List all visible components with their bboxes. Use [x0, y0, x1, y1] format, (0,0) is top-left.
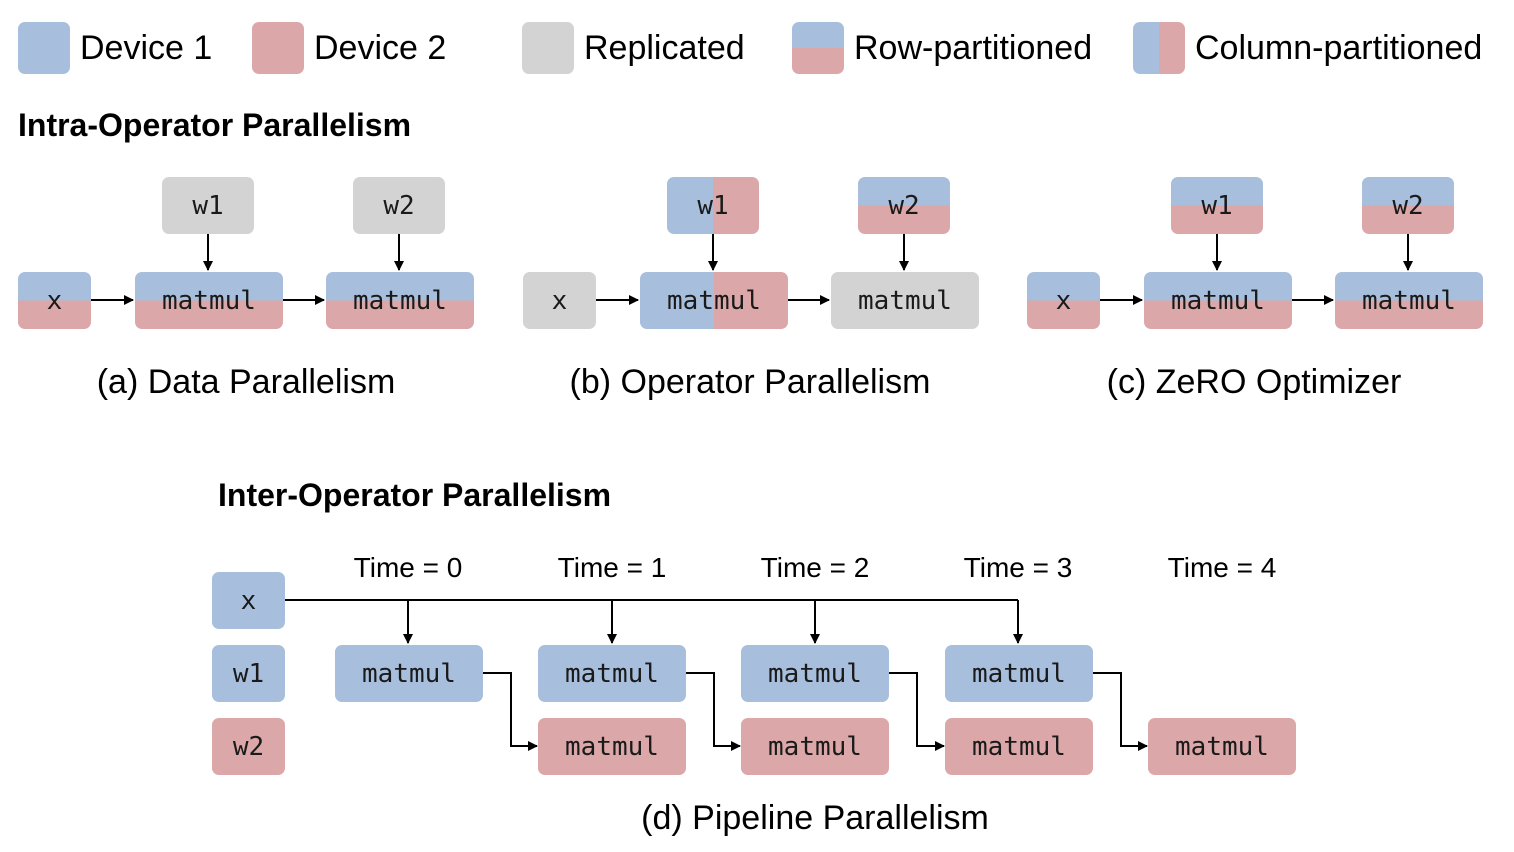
legend-swatch-device1	[18, 22, 70, 74]
legend-swatch-replicated	[522, 22, 574, 74]
b-matmul-2-node: matmul	[831, 272, 979, 329]
d-stage2-matmul-t2: matmul	[741, 718, 889, 775]
d-stage1-matmul-t1: matmul	[538, 645, 686, 702]
d-stage2-matmul-t4: matmul	[1148, 718, 1296, 775]
legend-label-replicated: Replicated	[584, 29, 745, 67]
a-x-node: x	[18, 272, 91, 329]
caption-c: (c) ZeRO Optimizer	[1106, 363, 1402, 401]
c-matmul-2-node: matmul	[1335, 272, 1483, 329]
time-label-0: Time = 0	[353, 552, 463, 583]
a-w2-node: w2	[353, 177, 445, 234]
caption-b: (b) Operator Parallelism	[569, 363, 931, 401]
b-w1-node: w1	[667, 177, 759, 234]
time-label-4: Time = 4	[1167, 552, 1277, 583]
inter-operator-heading: Inter-Operator Parallelism	[218, 477, 612, 513]
arrow-d-stage-t2	[889, 672, 945, 751]
a-matmul-1-node: matmul	[135, 272, 283, 329]
arrow-d-stage-t0	[483, 672, 538, 751]
d-stage2-matmul-t3: matmul	[945, 718, 1093, 775]
d-w2-node: w2	[212, 718, 285, 775]
time-label-3: Time = 3	[963, 552, 1073, 583]
legend-swatch-device2	[252, 22, 304, 74]
c-w2-node: w2	[1362, 177, 1454, 234]
d-stage1-matmul-t0: matmul	[335, 645, 483, 702]
d-stage2-matmul-t1: matmul	[538, 718, 686, 775]
b-matmul-1-node: matmul	[640, 272, 788, 329]
time-label-2: Time = 2	[760, 552, 870, 583]
c-matmul-1-node: matmul	[1144, 272, 1292, 329]
d-x-node: x	[212, 572, 285, 629]
caption-a: (a) Data Parallelism	[96, 363, 396, 401]
legend-swatch-row-partitioned	[792, 22, 844, 74]
d-stage1-matmul-t2: matmul	[741, 645, 889, 702]
b-x-node: x	[523, 272, 596, 329]
legend-swatch-column-partitioned	[1133, 22, 1185, 74]
a-w1-node: w1	[162, 177, 254, 234]
legend-label-column-partitioned: Column-partitioned	[1195, 29, 1483, 67]
legend-label-device1: Device 1	[80, 29, 213, 67]
b-w2-node: w2	[858, 177, 950, 234]
legend-label-row-partitioned: Row-partitioned	[854, 29, 1093, 67]
caption-d: (d) Pipeline Parallelism	[641, 799, 989, 837]
arrow-d-stage-t1	[686, 672, 741, 751]
d-w1-node: w1	[212, 645, 285, 702]
c-w1-node: w1	[1171, 177, 1263, 234]
arrow-d-stage-t3	[1093, 672, 1148, 751]
d-stage1-matmul-t3: matmul	[945, 645, 1093, 702]
legend-label-device2: Device 2	[314, 29, 447, 67]
time-label-1: Time = 1	[557, 552, 667, 583]
a-matmul-2-node: matmul	[326, 272, 474, 329]
intra-operator-heading: Intra-Operator Parallelism	[18, 107, 412, 143]
c-x-node: x	[1027, 272, 1100, 329]
